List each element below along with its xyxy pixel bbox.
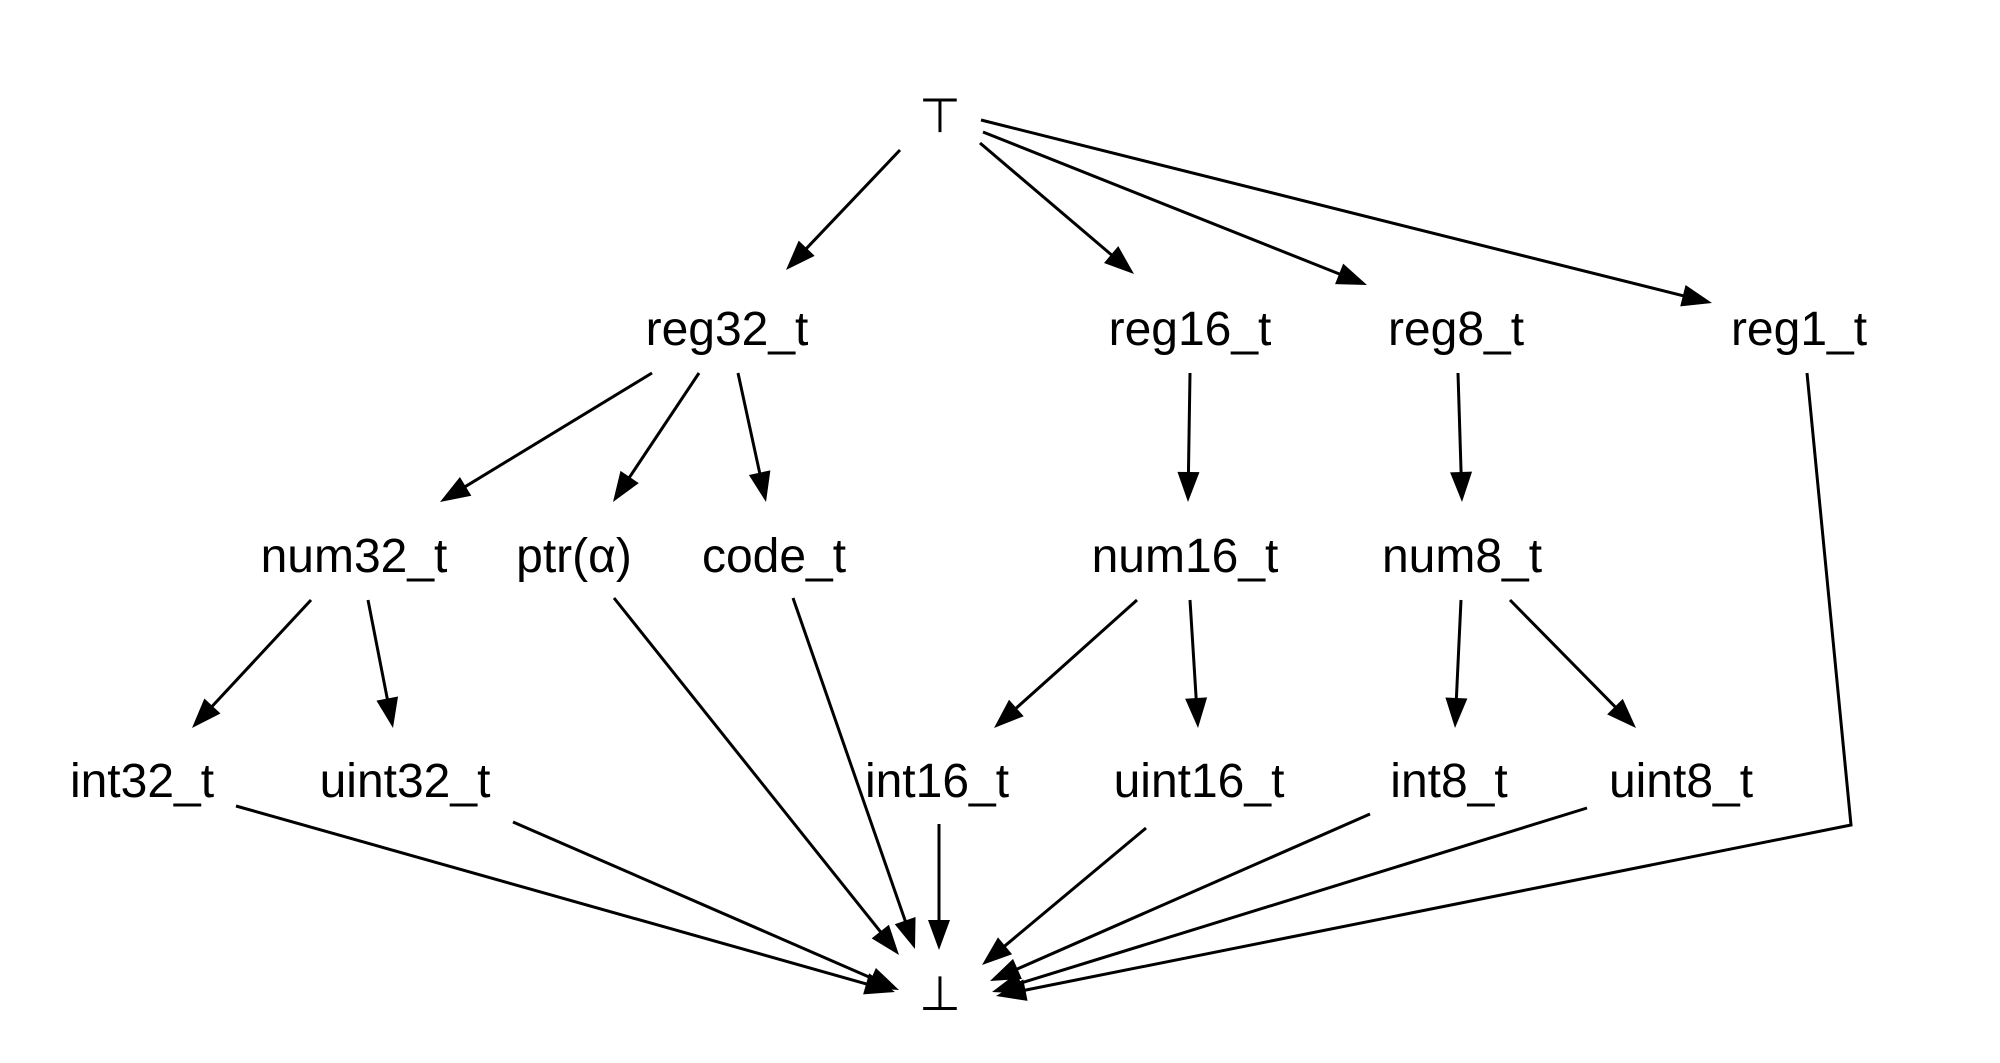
- arrowhead-icon: [982, 937, 1013, 965]
- edge-line: [463, 371, 653, 489]
- edge-line: [1508, 598, 1618, 710]
- arrowhead-icon: [928, 920, 950, 950]
- edge-num32-to-uint32: [366, 599, 399, 728]
- edge-reg16-to-num16: [1177, 372, 1200, 502]
- node-code: code_t: [702, 530, 846, 583]
- edge-int32-to-bottom: [235, 804, 895, 995]
- node-int8: int8_t: [1390, 755, 1507, 808]
- edge-num16-to-uint16: [1185, 599, 1208, 728]
- edge-line: [1188, 599, 1198, 701]
- node-num8: num8_t: [1382, 530, 1542, 583]
- node-reg16: reg16_t: [1109, 303, 1272, 356]
- node-uint8: uint8_t: [1609, 755, 1753, 808]
- arrowhead-icon: [1177, 471, 1200, 502]
- arrowhead-icon: [1185, 697, 1208, 728]
- arrowhead-icon: [1445, 697, 1468, 728]
- edge-reg32-to-num32: [440, 371, 653, 502]
- node-uint32: uint32_t: [320, 755, 491, 808]
- edge-int8-to-bottom: [990, 812, 1371, 981]
- edge-reg8-to-num8: [1450, 372, 1473, 502]
- edge-line: [1186, 372, 1192, 475]
- edge-line: [1456, 372, 1463, 475]
- node-int16: int16_t: [865, 755, 1009, 808]
- edge-uint8-to-bottom: [992, 806, 1588, 994]
- edges-layer: [192, 118, 1853, 1001]
- edge-line: [1018, 806, 1588, 986]
- edge-line: [982, 130, 1342, 277]
- node-num16: num16_t: [1092, 530, 1279, 583]
- edge-line: [804, 148, 902, 251]
- arrowhead-icon: [1104, 246, 1134, 274]
- edge-line: [1013, 598, 1139, 711]
- edge-ptr-to-bottom: [612, 597, 899, 955]
- arrowhead-icon: [867, 967, 899, 990]
- edge-reg1-to-bottom: [996, 372, 1853, 1001]
- edge-line: [736, 372, 762, 475]
- edge-num8-to-int8: [1445, 599, 1468, 728]
- edge-line: [1015, 812, 1371, 972]
- edge-line: [791, 597, 908, 924]
- edge-reg32-to-code: [736, 372, 771, 502]
- edge-line: [612, 597, 883, 935]
- edge-top-to-reg1: [980, 118, 1712, 307]
- edge-uint16-to-bottom: [982, 826, 1147, 965]
- nodes-layer: ⊤ reg32_t reg16_t reg8_t reg1_t num32_t …: [70, 90, 1867, 1021]
- arrowhead-icon: [1607, 698, 1636, 728]
- arrowhead-icon: [786, 240, 815, 270]
- node-reg32: reg32_t: [646, 303, 809, 356]
- edge-top-to-reg16: [979, 141, 1134, 274]
- node-reg8: reg8_t: [1388, 303, 1524, 356]
- edge-line: [1454, 599, 1463, 701]
- arrowhead-icon: [996, 979, 1028, 1001]
- arrowhead-icon: [613, 470, 639, 502]
- arrowhead-icon: [192, 698, 221, 728]
- edge-line: [980, 118, 1686, 298]
- edge-top-to-reg32: [786, 148, 902, 270]
- edge-num8-to-uint8: [1508, 598, 1636, 728]
- arrowhead-icon: [894, 917, 916, 949]
- node-int32: int32_t: [70, 755, 214, 808]
- arrowhead-icon: [1680, 285, 1712, 307]
- node-top: ⊤: [919, 90, 961, 143]
- node-reg1: reg1_t: [1731, 303, 1867, 356]
- edge-top-to-reg8: [982, 130, 1367, 285]
- edge-line: [235, 804, 869, 986]
- edge-line: [1023, 372, 1853, 992]
- node-bottom: ⊥: [919, 968, 961, 1021]
- edge-uint32-to-bottom: [512, 820, 899, 990]
- edge-reg32-to-ptr: [613, 372, 701, 502]
- edge-num16-to-int16: [994, 598, 1139, 728]
- edge-line: [1002, 826, 1147, 949]
- arrowhead-icon: [748, 470, 771, 502]
- edge-line: [512, 820, 874, 981]
- node-ptr: ptr(α): [516, 530, 632, 583]
- edge-line: [627, 372, 701, 480]
- arrowhead-icon: [994, 699, 1024, 728]
- node-num32: num32_t: [261, 530, 448, 583]
- edge-line: [366, 599, 390, 701]
- arrowhead-icon: [440, 477, 472, 502]
- arrowhead-icon: [871, 924, 899, 955]
- node-uint16: uint16_t: [1114, 755, 1285, 808]
- edge-code-to-bottom: [791, 597, 916, 949]
- edge-line: [979, 141, 1114, 258]
- edge-int16-to-bottom: [928, 824, 950, 950]
- edge-line: [209, 598, 313, 709]
- arrowhead-icon: [1450, 471, 1473, 502]
- edge-num32-to-int32: [192, 598, 313, 728]
- arrowhead-icon: [376, 696, 399, 728]
- arrowhead-icon: [1335, 263, 1367, 285]
